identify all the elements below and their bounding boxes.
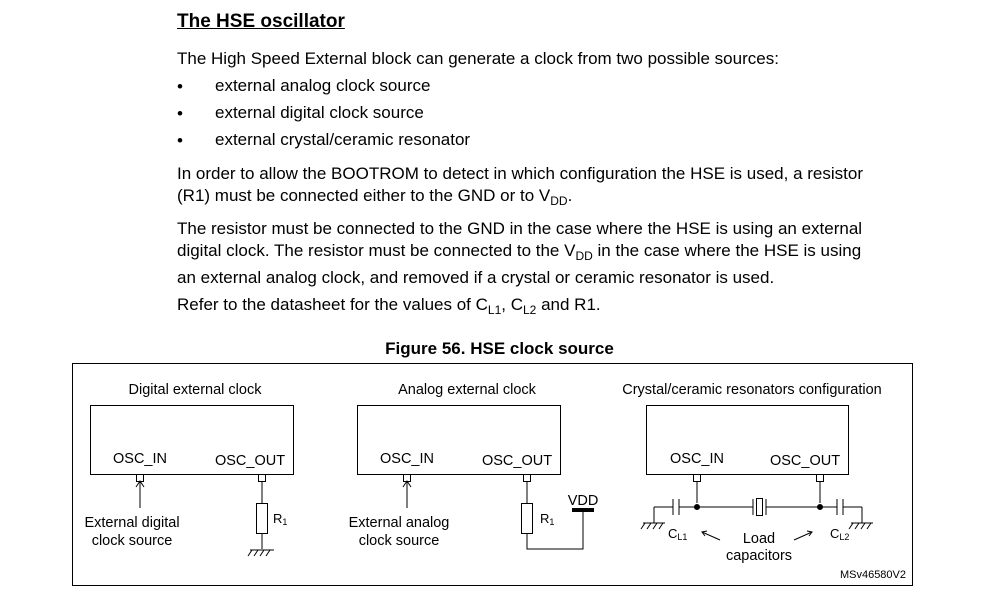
- osc-out-label: OSC_OUT: [482, 453, 552, 469]
- bootrom-paragraph: In order to allow the BOOTROM to detect …: [177, 163, 937, 212]
- panel-title: Analog external clock: [398, 382, 537, 398]
- junction-dot: [817, 504, 823, 510]
- capacitor-cl1: [672, 499, 680, 515]
- ground-icon: [640, 507, 665, 530]
- vdd-label: VDD: [568, 493, 599, 509]
- source-label: clock source: [92, 533, 173, 549]
- hse-clock-diagram: Digital external clock OSC_IN OSC_OUT R1…: [72, 363, 913, 586]
- ground-icon: [848, 507, 873, 530]
- bullet-marker: •: [177, 104, 183, 123]
- capacitor-cl2: [836, 499, 844, 515]
- resistor-r1: [521, 503, 533, 534]
- datasheet-paragraph: Refer to the datasheet for the values of…: [177, 294, 937, 321]
- paragraph-line: The resistor must be connected to the GN…: [177, 219, 863, 238]
- resistor-label: R1: [273, 511, 287, 527]
- text-run: and R1.: [536, 295, 601, 314]
- text-run: (R1) must be connected either to the GND…: [177, 186, 551, 205]
- panel-title: Digital external clock: [129, 382, 263, 398]
- osc-in-label: OSC_IN: [380, 451, 434, 467]
- list-item: external crystal/ceramic resonator: [215, 130, 471, 149]
- subscript: DD: [550, 194, 568, 208]
- cl2-label: CL2: [830, 526, 849, 542]
- intro-paragraph: The High Speed External block can genera…: [177, 49, 779, 68]
- panel-title: Crystal/ceramic resonators configuration: [622, 382, 882, 398]
- osc-in-label: OSC_IN: [113, 451, 167, 467]
- source-label: External analog: [349, 515, 450, 531]
- resistor-paragraph: The resistor must be connected to the GN…: [177, 218, 937, 289]
- osc-out-label: OSC_OUT: [215, 453, 285, 469]
- figure-frame: [72, 363, 913, 586]
- junction-dot: [694, 504, 700, 510]
- paragraph-line: digital clock. The resistor must be conn…: [177, 240, 937, 267]
- text-run: , C: [501, 295, 523, 314]
- crystal-resonator-icon: [752, 498, 767, 516]
- text-run: Refer to the datasheet for the values of…: [177, 295, 488, 314]
- text-run: in the case where the HSE is using: [592, 241, 862, 260]
- subscript: L2: [523, 303, 537, 317]
- bullet-marker: •: [177, 77, 183, 96]
- ground-icon: [247, 549, 274, 557]
- pointer-arrow-icon: [701, 530, 721, 541]
- paragraph-line: (R1) must be connected either to the GND…: [177, 185, 937, 212]
- digital-chip-block: [90, 405, 294, 475]
- subscript: L1: [487, 303, 502, 317]
- paragraph-line: an external analog clock, and removed if…: [177, 268, 775, 287]
- resistor-r1: [256, 503, 268, 534]
- text-run: digital clock. The resistor must be conn…: [177, 241, 576, 260]
- resistor-label: R1: [540, 511, 554, 527]
- load-label: Load: [743, 531, 775, 547]
- cl1-label: CL1: [668, 526, 687, 542]
- osc-out-pin: [816, 474, 824, 482]
- source-label: External digital: [84, 515, 179, 531]
- osc-out-pin: [523, 474, 531, 482]
- crystal-chip-block: [646, 405, 849, 475]
- subscript: DD: [575, 249, 593, 263]
- section-heading: The HSE oscillator: [177, 11, 345, 32]
- bullet-marker: •: [177, 131, 183, 150]
- pointer-arrow-icon: [793, 530, 813, 541]
- paragraph-line: In order to allow the BOOTROM to detect …: [177, 164, 863, 183]
- figure-title: Figure 56. HSE clock source: [385, 339, 614, 358]
- figure-reference: MSv46580V2: [840, 569, 906, 581]
- osc-out-label: OSC_OUT: [770, 453, 840, 469]
- source-label: clock source: [359, 533, 440, 549]
- text-run: .: [567, 186, 573, 205]
- osc-in-pin: [693, 474, 701, 482]
- list-item: external analog clock source: [215, 76, 431, 95]
- analog-chip-block: [357, 405, 561, 475]
- load-label: capacitors: [726, 548, 792, 564]
- osc-out-pin: [258, 474, 266, 482]
- osc-in-label: OSC_IN: [670, 451, 724, 467]
- list-item: external digital clock source: [215, 103, 424, 122]
